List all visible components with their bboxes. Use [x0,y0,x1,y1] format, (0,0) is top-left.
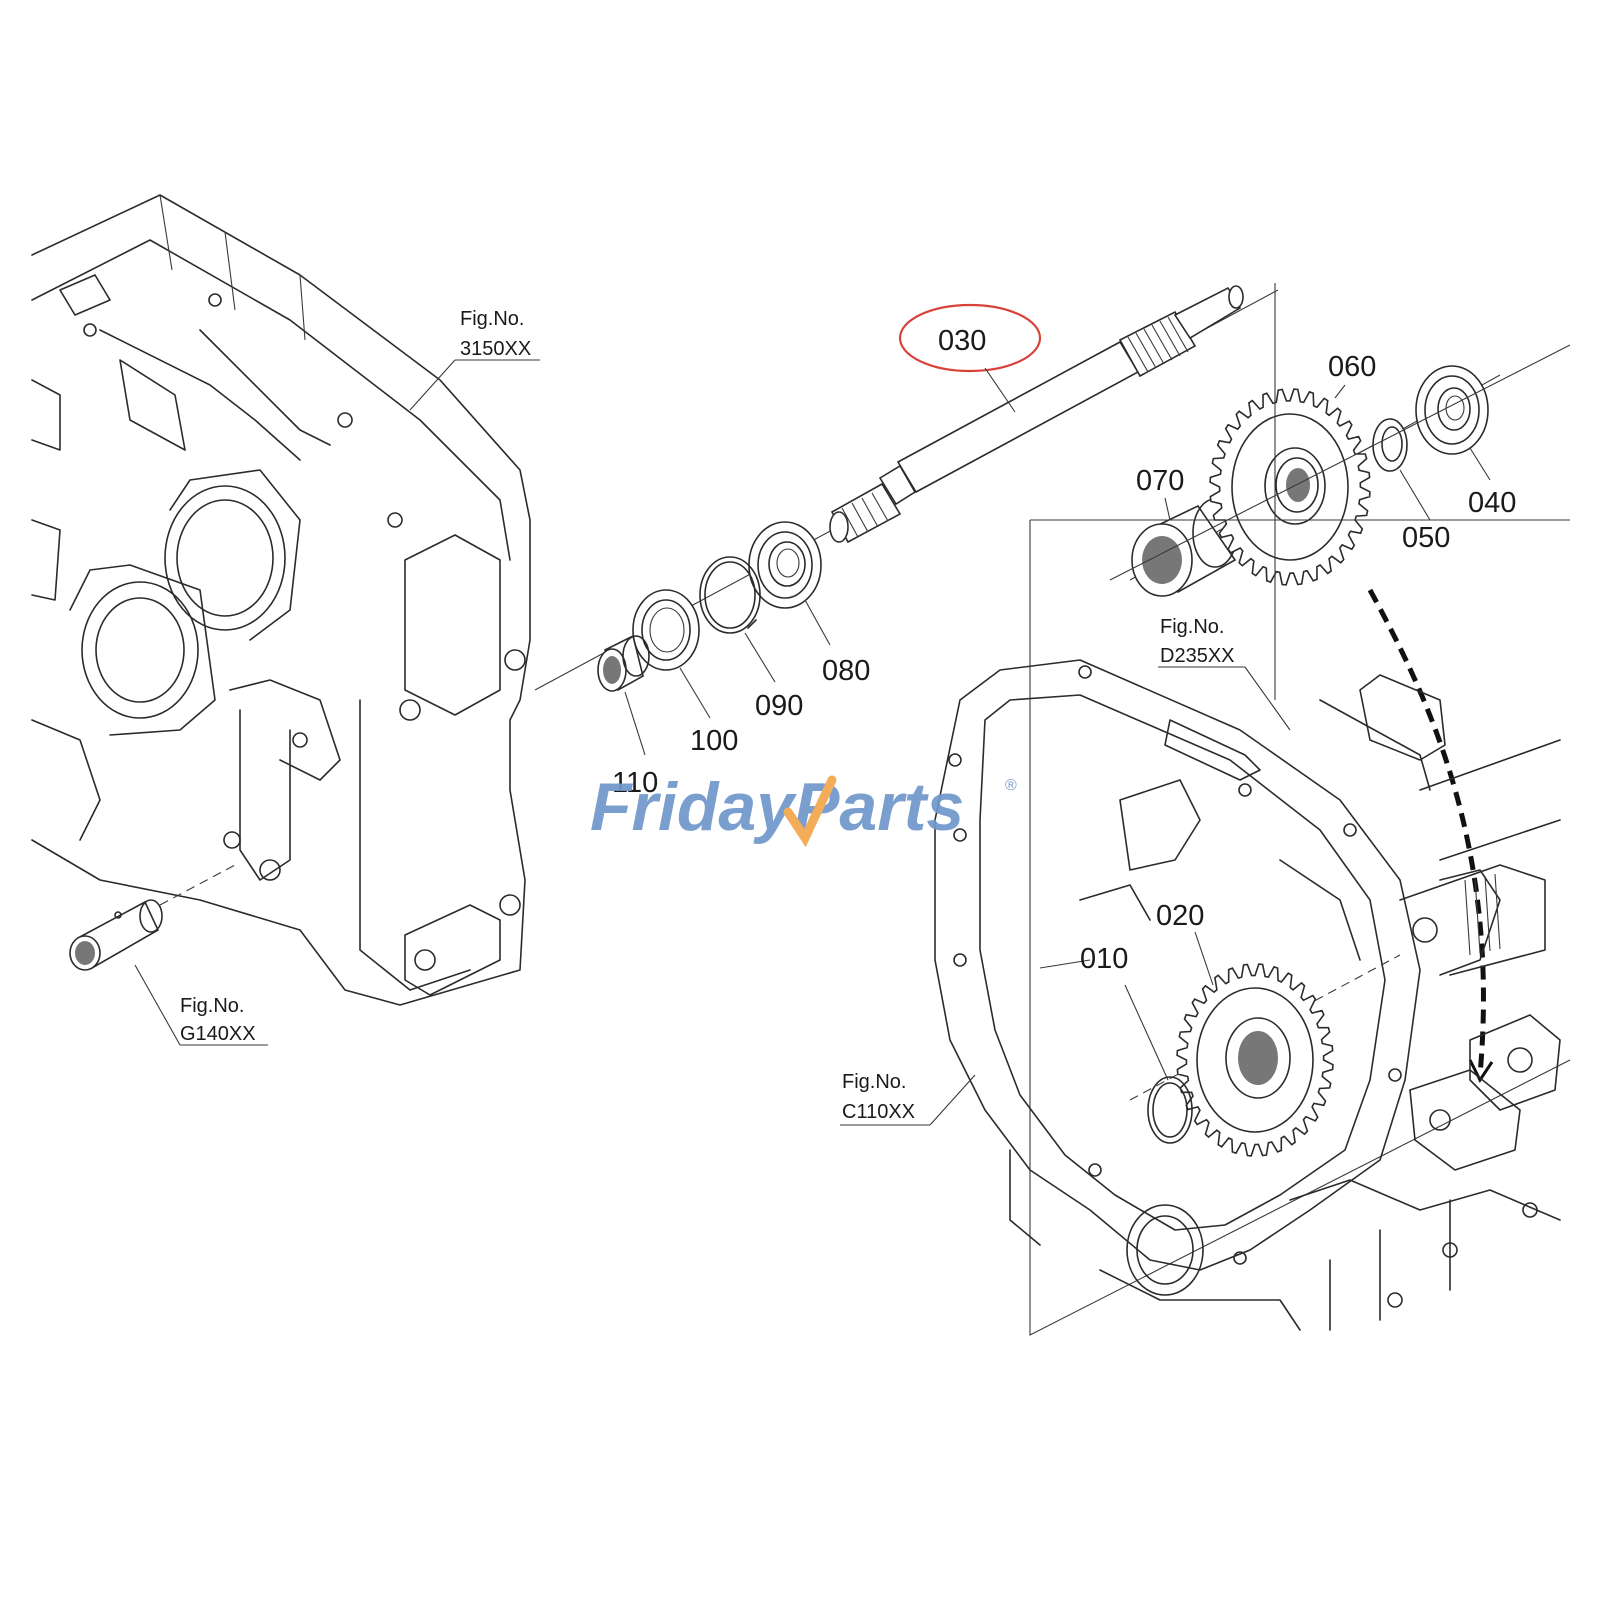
callout-label: 080 [822,655,870,687]
fig-ref-g140xx: Fig.No. G140XX [134,964,268,1046]
part-100-seal: 100 [632,589,738,757]
part-070-sleeve: 070 [1131,465,1238,597]
arrow-head-icon [1468,1059,1494,1083]
left-sleeve [69,864,236,971]
assembly-path-arrow [1367,588,1486,1076]
fig-ref-prefix: Fig.No. [460,308,524,330]
fig-ref-code: C110XX [842,1101,915,1123]
left-housing [31,194,531,1006]
callout-label: 050 [1402,522,1450,554]
part-080-bearing: 080 [748,521,870,687]
lower-axis-line-left [1039,959,1091,969]
callout-label: 040 [1468,487,1516,519]
callout-030: 030 [898,303,1042,413]
highlight-ring [898,303,1042,373]
part-020-gear: 020 [1156,900,1334,1157]
right-housing [934,283,1571,1336]
callout-label: 010 [1080,943,1128,975]
callout-label: 020 [1156,900,1204,932]
watermark-logo: FridayParts ® [590,769,1017,848]
callout-label: 100 [690,725,738,757]
watermark-check-icon [783,775,837,848]
part-090-snap-ring: 090 [699,556,803,722]
part-040-bearing: 040 [1415,365,1516,519]
watermark-part1: Friday [590,769,797,845]
callout-label: 060 [1328,351,1376,383]
fig-ref-code: G140XX [180,1023,256,1045]
watermark-registered: ® [1005,777,1017,794]
callout-label: 030 [938,325,986,357]
part-010-snap-ring: 010 [1080,943,1193,1144]
callout-label: 090 [755,690,803,722]
fig-ref-prefix: Fig.No. [180,995,244,1017]
fig-ref-c110xx: Fig.No. C110XX [840,1071,976,1126]
svg-text:FridayParts: FridayParts [590,769,964,845]
fig-ref-code: 3150XX [460,338,531,360]
part-110-collar: 110 [597,634,658,799]
fig-ref-d235xx: Fig.No. D235XX [1158,616,1291,731]
part-050-washer: 050 [1372,418,1450,554]
fig-ref-code: D235XX [1160,645,1235,667]
callout-label: 110 [612,767,658,799]
fig-ref-prefix: Fig.No. [1160,616,1224,638]
shaft-030 [829,285,1244,544]
callout-label: 070 [1136,465,1184,497]
part-060-gear: 060 [1209,351,1376,586]
fig-ref-3150xx: Fig.No. 3150XX [409,308,540,411]
fig-ref-prefix: Fig.No. [842,1071,906,1093]
